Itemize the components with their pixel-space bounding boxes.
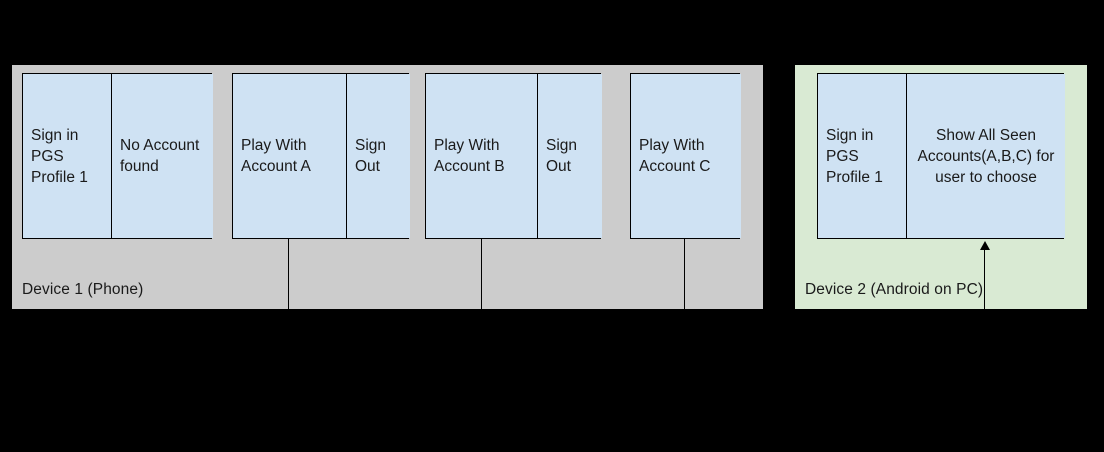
connector-line-connector-c (684, 239, 685, 319)
node-sign-in-pgs-profile-1[interactable]: Sign in PGS Profile 1 (23, 74, 111, 238)
node-play-with-account-b-label: Play With Account B (434, 137, 505, 175)
node-sign-in-pgs-profile-1-pc[interactable]: Sign in PGS Profile 1 (818, 74, 906, 238)
node-no-account-found-label: No Account found (120, 137, 200, 175)
node-group-group-5: Sign in PGS Profile 1 Show All Seen Accou… (817, 73, 1065, 239)
node-play-with-account-a[interactable]: Play With Account A (233, 74, 346, 238)
node-play-with-account-c[interactable]: Play With Account C (631, 74, 741, 238)
node-play-with-account-c-label: Play With Account C (639, 137, 711, 175)
node-show-all-seen-accounts[interactable]: Show All Seen Accounts(A,B,C) for user t… (906, 74, 1065, 238)
node-sign-out-b-label: Sign Out (546, 137, 578, 175)
node-sign-out-a[interactable]: Sign Out (346, 74, 410, 238)
connector-line-connector-a (288, 239, 289, 319)
node-group-group-4: Play With Account C (630, 73, 741, 239)
device-label-device-1: Device 1 (Phone) (22, 281, 144, 298)
arrow-line-arrow-to-show-all-seen-accounts (984, 245, 985, 320)
node-group-group-2: Play With Account A Sign Out (232, 73, 410, 239)
node-sign-in-pgs-profile-1-pc-label: Sign in PGS Profile 1 (826, 126, 883, 186)
node-sign-in-pgs-profile-1-label: Sign in PGS Profile 1 (31, 126, 88, 186)
device-label-device-2: Device 2 (Android on PC) (805, 281, 984, 298)
node-sign-out-a-label: Sign Out (355, 137, 387, 175)
connector-line-connector-b (481, 239, 482, 319)
node-play-with-account-b[interactable]: Play With Account B (426, 74, 537, 238)
node-group-group-1: Sign in PGS Profile 1 No Account found (22, 73, 213, 239)
arrow-head-arrow-to-show-all-seen-accounts (980, 241, 990, 250)
node-show-all-seen-accounts-label: Show All Seen Accounts(A,B,C) for user t… (917, 126, 1055, 186)
node-group-group-3: Play With Account B Sign Out (425, 73, 602, 239)
node-play-with-account-a-label: Play With Account A (241, 137, 311, 175)
node-no-account-found[interactable]: No Account found (111, 74, 213, 238)
node-sign-out-b[interactable]: Sign Out (537, 74, 602, 238)
